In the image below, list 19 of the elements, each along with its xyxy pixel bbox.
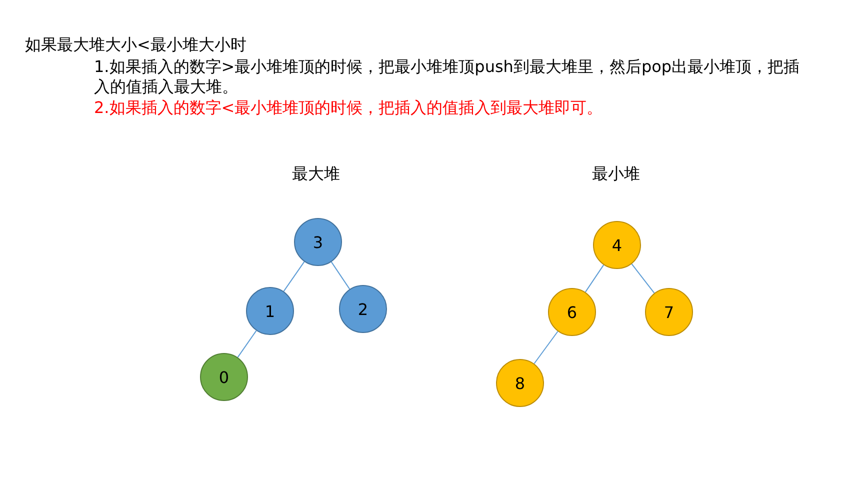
connector-line xyxy=(534,330,558,364)
circle-node: 8 xyxy=(496,359,544,407)
circle-node: 1 xyxy=(246,287,294,335)
circle-node: 4 xyxy=(593,221,641,269)
heap-title: 最大堆 xyxy=(292,164,340,184)
circle-node: 6 xyxy=(548,288,596,336)
heap-title: 最小堆 xyxy=(592,164,640,184)
circle-node: 0 xyxy=(200,353,248,401)
rule-text: 2.如果插入的数字<最小堆堆顶的时候，把插入的值插入到最大堆即可。 xyxy=(94,98,603,118)
rule-text: 1.如果插入的数字>最小堆堆顶的时候，把最小堆堆顶push到最大堆里，然后pop出最小堆顶，把插入的值插入最大堆。 xyxy=(94,57,801,97)
connector-line xyxy=(584,264,604,293)
condition-text: 如果最大堆大小<最小堆大小时 xyxy=(25,35,246,55)
circle-node: 2 xyxy=(339,285,387,333)
circle-node: 7 xyxy=(645,288,693,336)
circle-node: 3 xyxy=(294,218,342,266)
connector-line xyxy=(330,261,350,290)
connector-line xyxy=(631,263,655,294)
connector-line xyxy=(283,261,305,292)
connector-line xyxy=(237,330,257,358)
